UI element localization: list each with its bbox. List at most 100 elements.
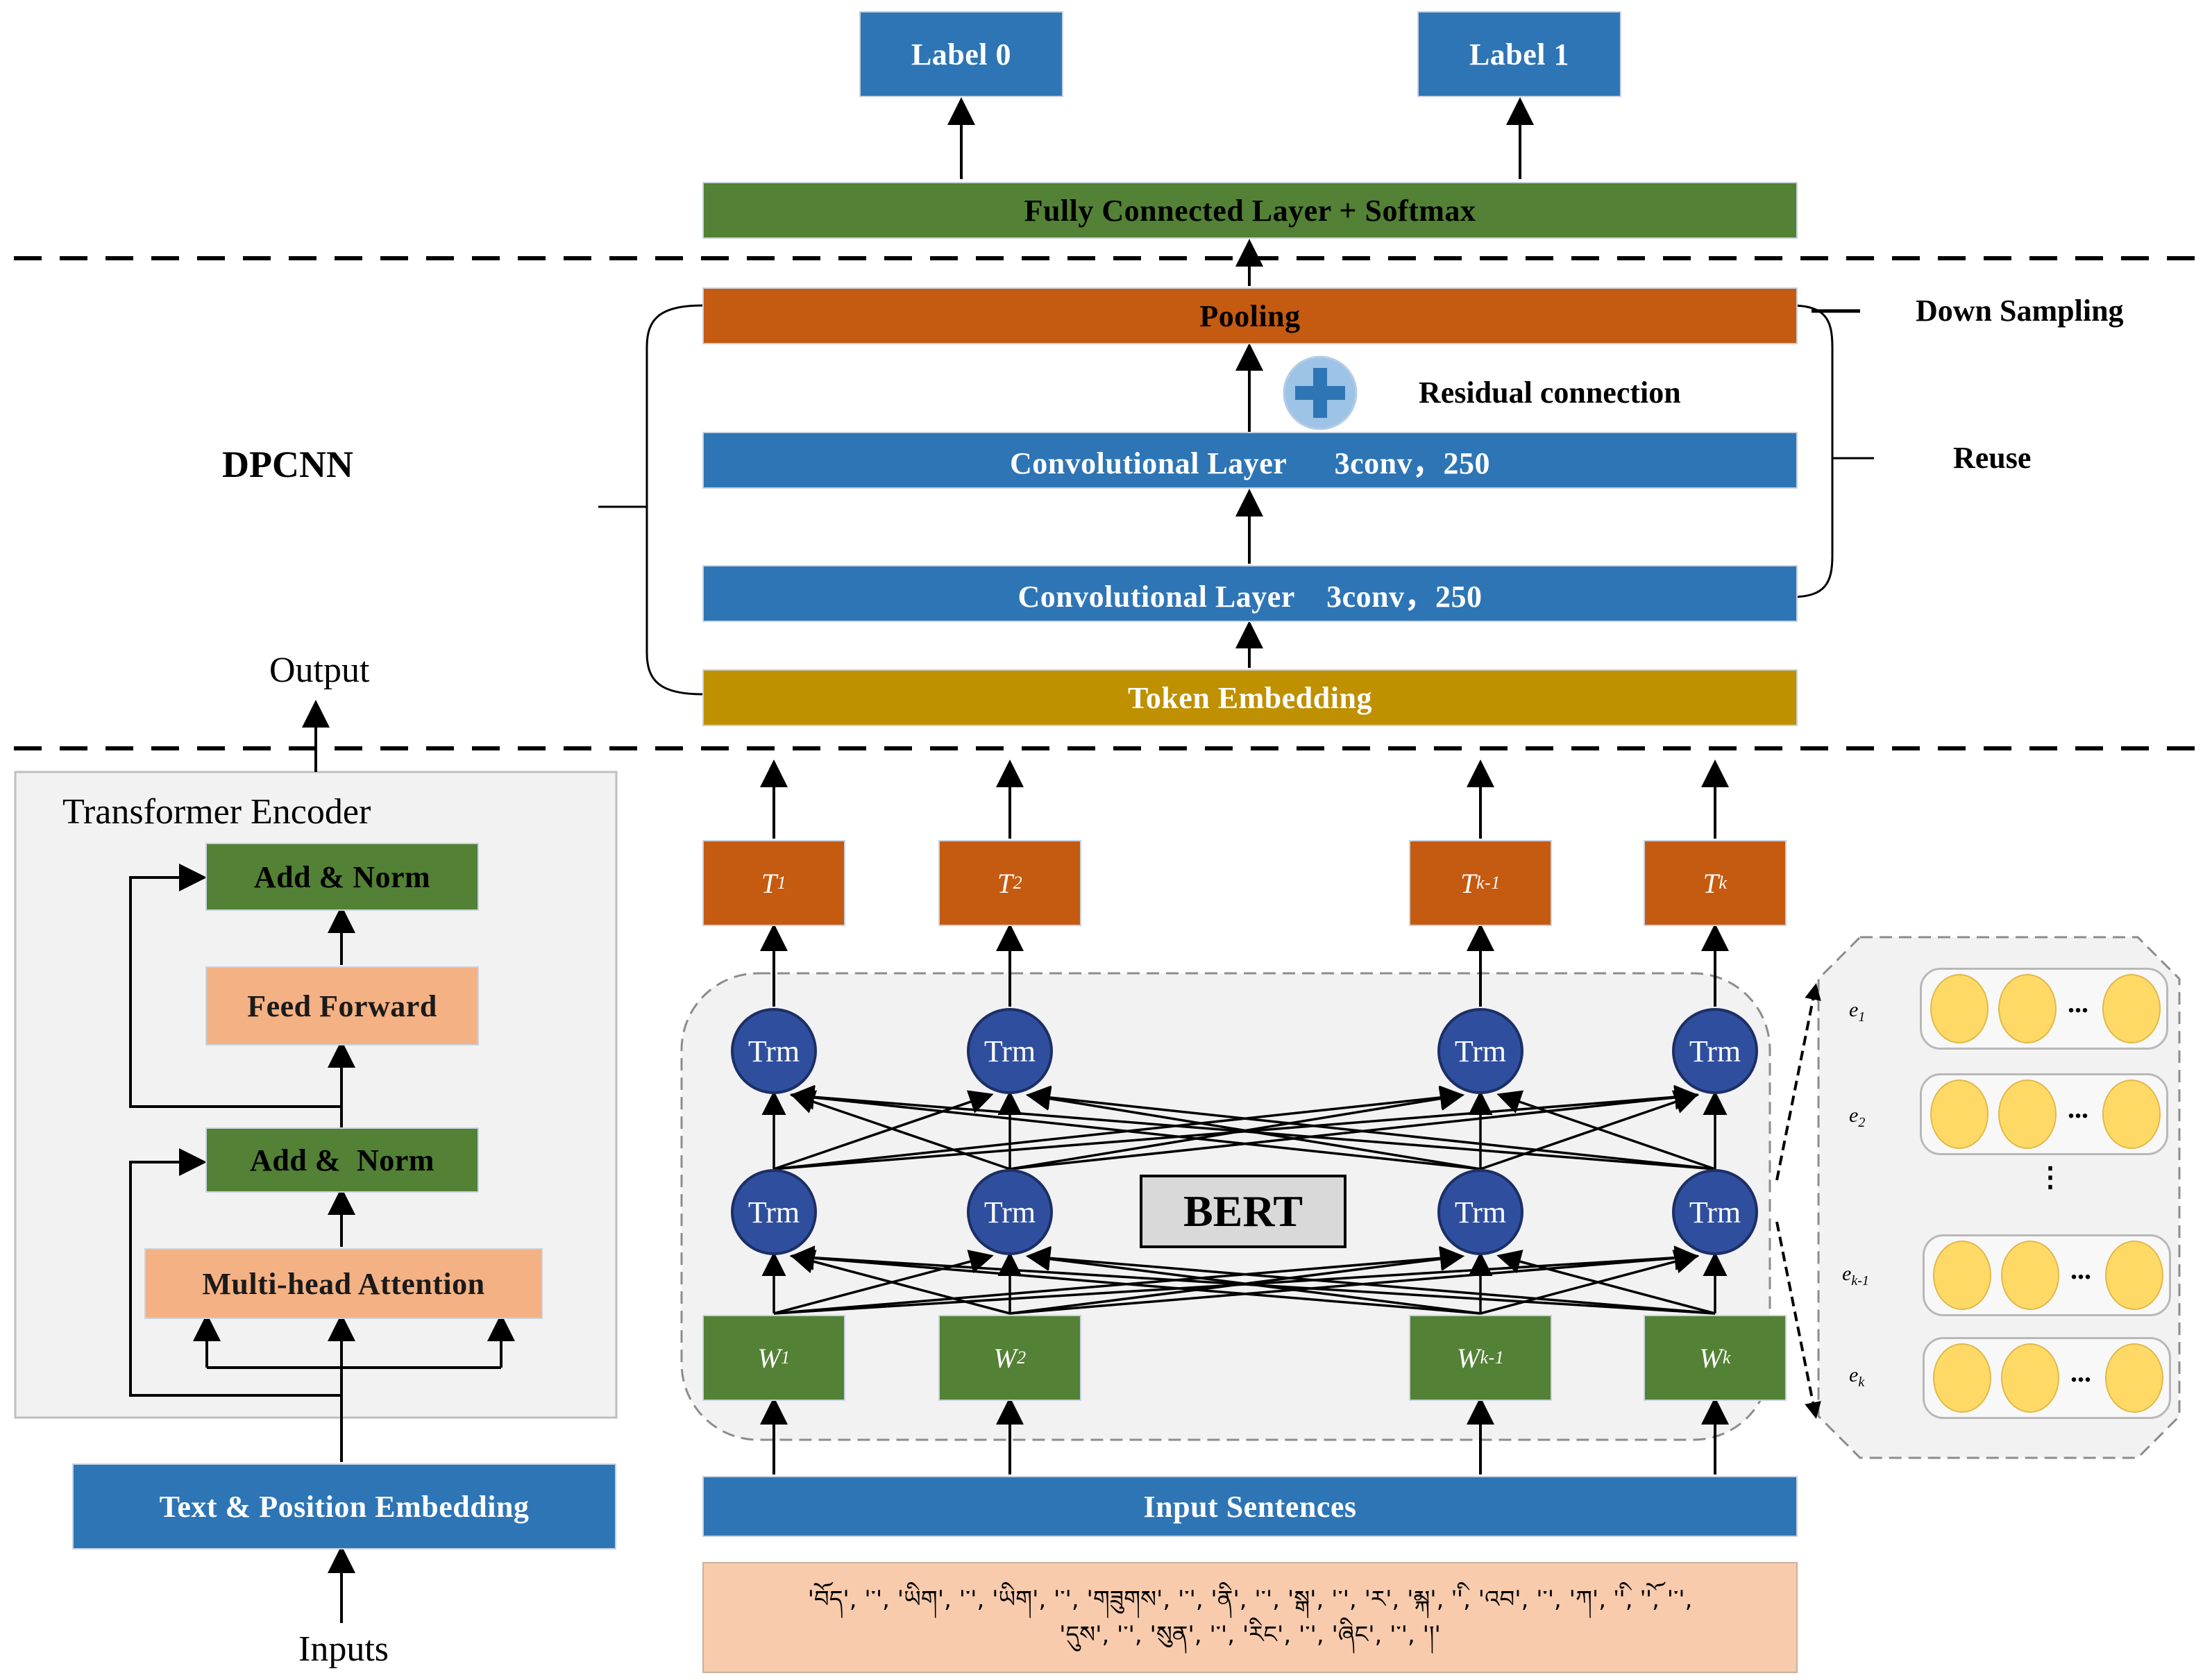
embedding-label-1-base: e xyxy=(1849,998,1859,1021)
embedding-cell xyxy=(1998,974,2057,1043)
reuse-label: Reuse xyxy=(1953,441,2032,475)
embedding-ellipsis: ... xyxy=(2068,1093,2088,1124)
bert-connection-arrow xyxy=(773,1245,1464,1315)
trm-upper-3: Trm xyxy=(1437,1008,1523,1094)
w-token-1-sub: 1 xyxy=(781,1347,791,1368)
bert-connection-arrow xyxy=(1009,1247,1464,1315)
bert-connection-arrow xyxy=(1009,1085,1699,1170)
w-token-1-base: W xyxy=(757,1342,782,1374)
embedding-cell xyxy=(1933,1343,1991,1413)
pooling-layer: Pooling xyxy=(702,287,1798,344)
embedding-cell xyxy=(1998,1080,2057,1149)
embedding-pointer-down xyxy=(1775,1221,1821,1419)
t-token-2-base: T xyxy=(997,867,1013,899)
w-token-k-1-base: W xyxy=(1456,1342,1480,1374)
trm-upper-1: Trm xyxy=(731,1008,817,1094)
t-token-k-sub: k xyxy=(1719,873,1728,893)
embedding-ellipsis: ... xyxy=(2070,1254,2091,1285)
bert-connection-arrow xyxy=(1496,1090,1716,1170)
dpcnn-left-bracket xyxy=(645,304,703,696)
embedding-label-k-1-base: e xyxy=(1842,1262,1852,1285)
conv-layer-1: Convolutional Layer 3conv，250 xyxy=(702,432,1798,489)
fc-softmax-layer: Fully Connected Layer + Softmax xyxy=(702,182,1798,239)
add-norm-bottom: Add & Norm xyxy=(205,1127,479,1193)
bert-connection-arrow xyxy=(790,1084,1716,1170)
embedding-label-1-sub: 1 xyxy=(1858,1009,1866,1025)
arrows-input-to-w xyxy=(760,1397,1729,1475)
embedding-vertical-ellipsis: ⋮ xyxy=(2036,1161,2064,1193)
w-token-2-sub: 2 xyxy=(1017,1347,1027,1368)
bert-connection-arrow xyxy=(1009,1245,1699,1315)
trm-lower-3: Trm xyxy=(1437,1169,1523,1255)
t-token-k-base: T xyxy=(1703,867,1719,899)
trm-upper-4: Trm xyxy=(1672,1008,1758,1094)
tibetan-line-2: 'དུས', '་', 'སུན', '་', 'རིང', '་', 'ཞིང… xyxy=(1059,1621,1441,1649)
embedding-label-k-1: ek-1 xyxy=(1842,1262,1869,1289)
embedding-label-k: ek xyxy=(1849,1363,1864,1391)
output-label: Output xyxy=(269,650,370,690)
embedding-cell xyxy=(1930,974,1989,1043)
embedding-row-2: ... xyxy=(1920,1073,2168,1155)
bert-connection-arrow xyxy=(1496,1250,1716,1315)
embedding-pointer-up xyxy=(1775,983,1821,1181)
w-token-2-base: W xyxy=(993,1342,1018,1374)
input-sentences-layer: Input Sentences xyxy=(702,1476,1798,1537)
embedding-cell xyxy=(2105,1343,2163,1413)
embedding-row-1: ... xyxy=(1920,968,2168,1050)
embedding-cell xyxy=(2102,974,2161,1043)
bert-connection-arrow xyxy=(1480,1090,1699,1170)
bert-connection-arrow xyxy=(790,1245,1716,1315)
embedding-cell xyxy=(2001,1343,2059,1413)
bert-label: BERT xyxy=(1140,1175,1346,1248)
arrows-trm-to-t xyxy=(760,923,1729,1007)
bert-connection-arrow xyxy=(790,1090,1011,1170)
embedding-row-k: ... xyxy=(1923,1337,2171,1419)
bert-connection-arrow xyxy=(773,1085,1464,1170)
w-token-k-sub: k xyxy=(1722,1347,1731,1368)
embedding-label-2-sub: 2 xyxy=(1858,1115,1866,1130)
tibetan-line-1: 'བོད', '་', 'ཡིག', '་', 'ཡིག', '་', 'གཟུ… xyxy=(807,1586,1693,1613)
embedding-ellipsis: ... xyxy=(2068,987,2088,1018)
bert-connection-arrow xyxy=(790,1245,1481,1315)
bert-connection-arrow xyxy=(1009,1086,1464,1170)
add-norm-top: Add & Norm xyxy=(205,843,479,911)
bert-connection-arrow xyxy=(1026,1245,1716,1315)
bert-connection-arrow xyxy=(790,1085,1481,1170)
bert-connection-arrow xyxy=(1480,1250,1699,1315)
trm-lower-2: Trm xyxy=(967,1169,1053,1255)
embedding-label-k-sub: k xyxy=(1858,1375,1865,1390)
multi-head-attention: Multi-head Attention xyxy=(144,1248,543,1319)
embedding-cell xyxy=(2105,1241,2163,1310)
embedding-cell xyxy=(1933,1241,1991,1310)
dpcnn-title: DPCNN xyxy=(222,444,353,485)
bert-connection-arrow xyxy=(790,1250,1011,1315)
label0-box: Label 0 xyxy=(859,11,1063,97)
embedding-cell xyxy=(2001,1241,2059,1310)
t-token-1-base: T xyxy=(761,867,777,899)
transformer-arrows xyxy=(129,700,515,1623)
text-position-embedding: Text & Position Embedding xyxy=(72,1463,616,1549)
trm-upper-2: Trm xyxy=(967,1008,1053,1094)
w-token-k-1-sub: k-1 xyxy=(1480,1347,1505,1368)
embedding-label-k-base: e xyxy=(1849,1363,1859,1386)
embedding-cell xyxy=(1930,1080,1989,1149)
embedding-label-k-1-sub: k-1 xyxy=(1851,1273,1869,1288)
t-token-2-sub: 2 xyxy=(1013,873,1023,893)
inputs-label: Inputs xyxy=(298,1629,389,1669)
bert-connection-arrow xyxy=(1026,1085,1716,1170)
feed-forward: Feed Forward xyxy=(205,966,479,1045)
label1-box: Label 1 xyxy=(1417,11,1621,97)
down-sampling-label: Down Sampling xyxy=(1916,294,2124,328)
cross-connections-lower xyxy=(761,1245,1728,1315)
transformer-title: Transformer Encoder xyxy=(62,792,371,832)
t-token-1-sub: 1 xyxy=(777,873,787,893)
embedding-ellipsis: ... xyxy=(2070,1356,2091,1388)
t-token-k-1-sub: k-1 xyxy=(1476,873,1501,893)
embedding-label-2: e2 xyxy=(1849,1104,1865,1131)
